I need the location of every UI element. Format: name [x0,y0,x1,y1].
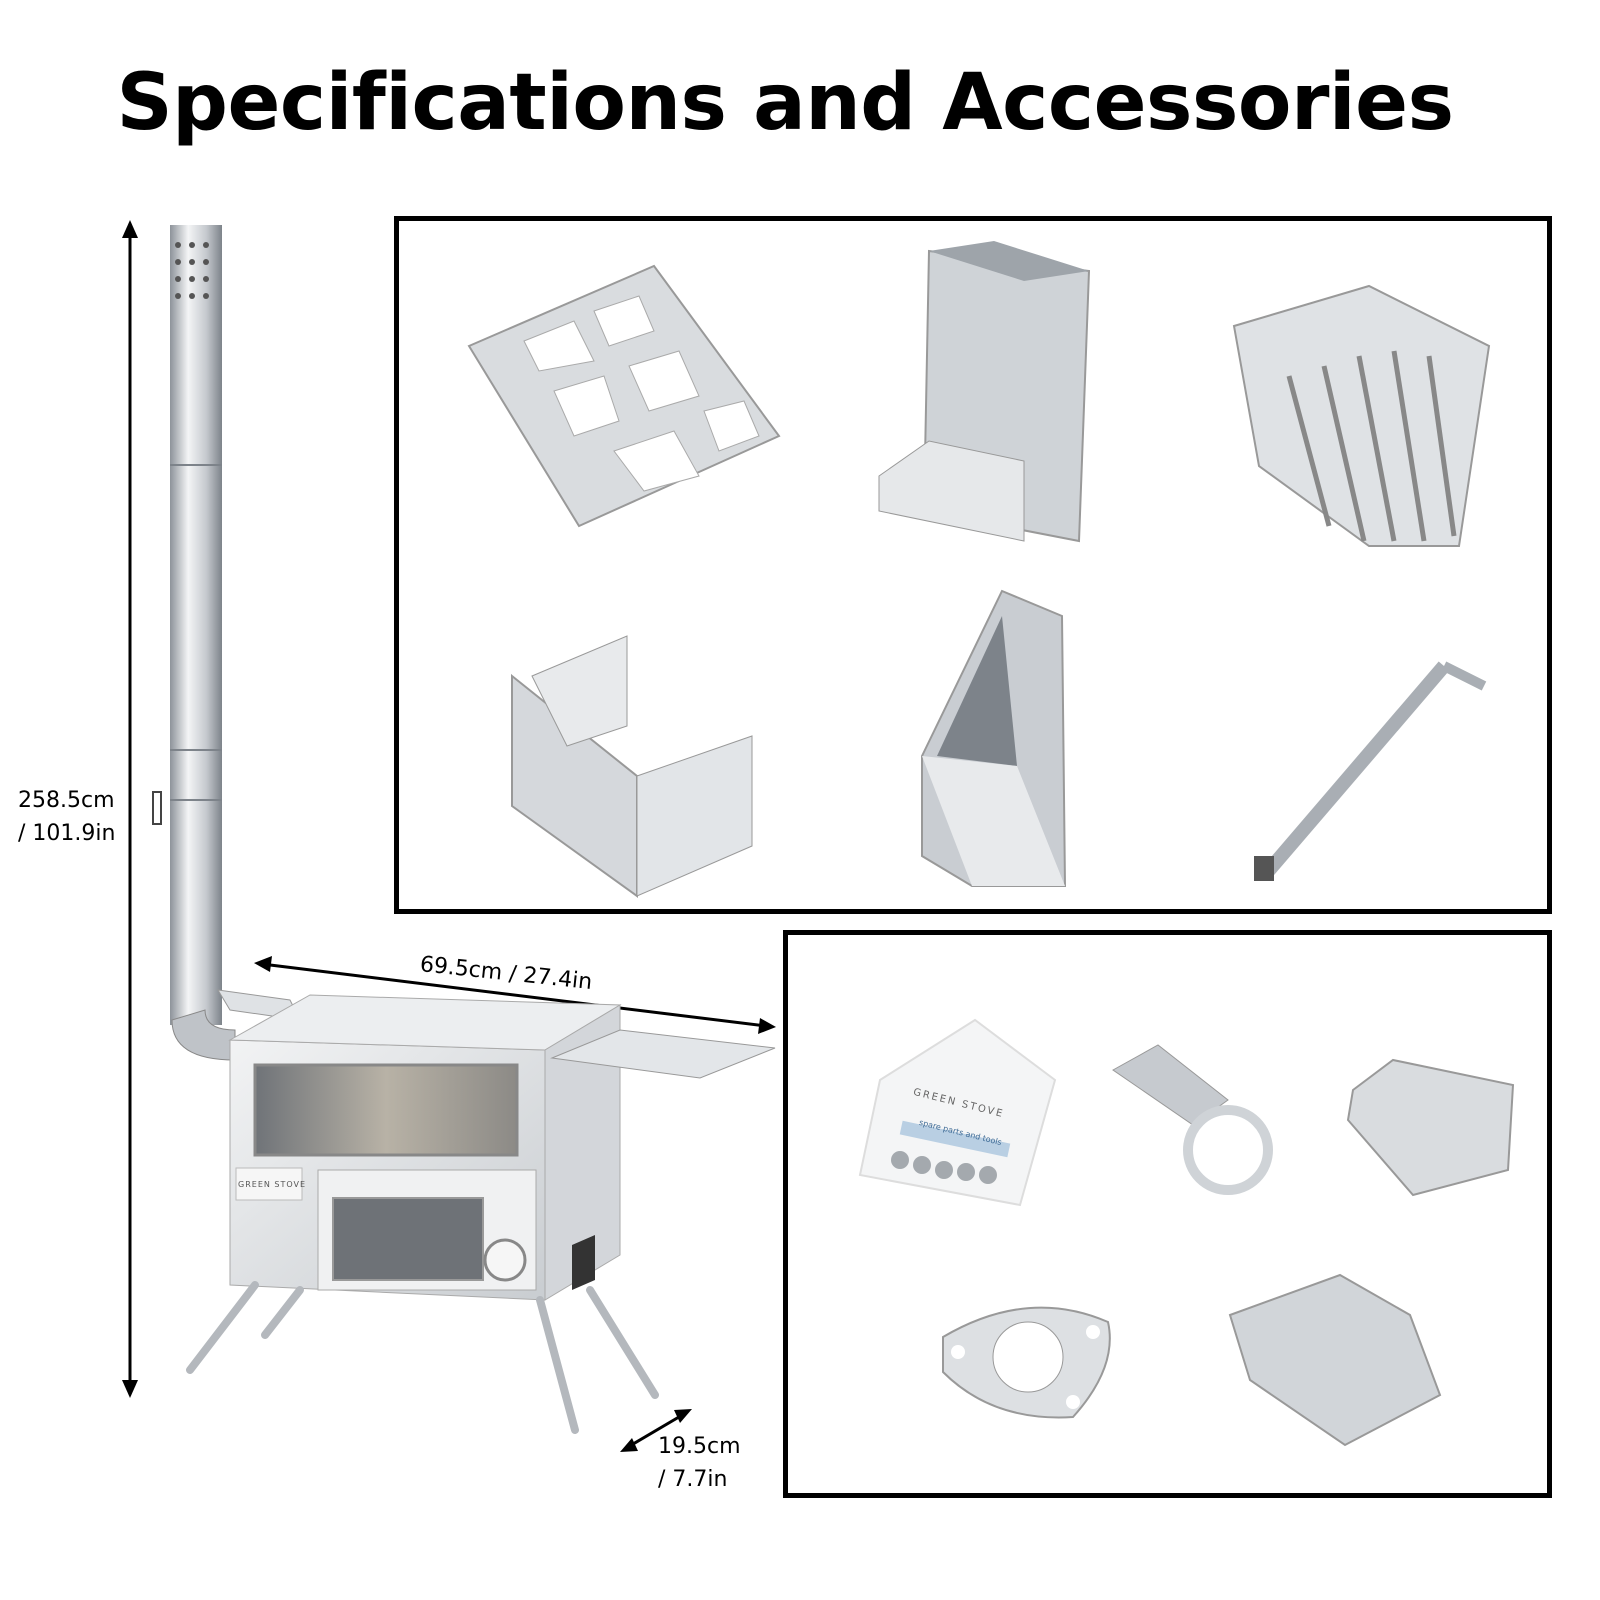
cooking-shelf-accessory [467,264,781,528]
support-bracket-accessory [1254,661,1487,881]
height-in-label: / 101.9in [18,821,116,846]
ash-tray-accessory [511,635,753,898]
pipe-cover-plate-accessory [1346,1058,1515,1197]
water-tank-accessory [921,589,1067,887]
grill-basket-accessory [1232,284,1491,547]
height-dimension: 258.5cm / 101.9in [18,784,115,850]
spare-parts-bag: GREEN STOVE spare parts and tools [858,1018,1060,1210]
fuel-box-accessory [878,241,1091,543]
flue-gasket-accessory [942,1306,1111,1419]
height-arrow [122,220,776,1452]
stove-illustration [152,225,776,1434]
depth-dimension: 19.5cm / 7.7in [658,1430,741,1496]
page-title: Specifications and Accessories [116,58,1454,148]
chimney-flashing-plate-accessory [1228,1273,1442,1447]
depth-in-label: / 7.7in [658,1467,728,1492]
depth-cm-label: 19.5cm [658,1434,741,1459]
width-dimension-label: 69.5cm / 27.4in [418,952,594,996]
small-accessories-panel: GREEN STOVE spare parts and tools [783,930,1552,1498]
height-cm-label: 258.5cm [18,788,115,813]
large-accessories-panel [394,216,1552,914]
stove-brand-logo: GREEN STOVE [238,1180,307,1189]
spare-parts-bag-icon [858,1018,1057,1207]
pipe-ring-bracket-accessory [1112,1044,1273,1195]
